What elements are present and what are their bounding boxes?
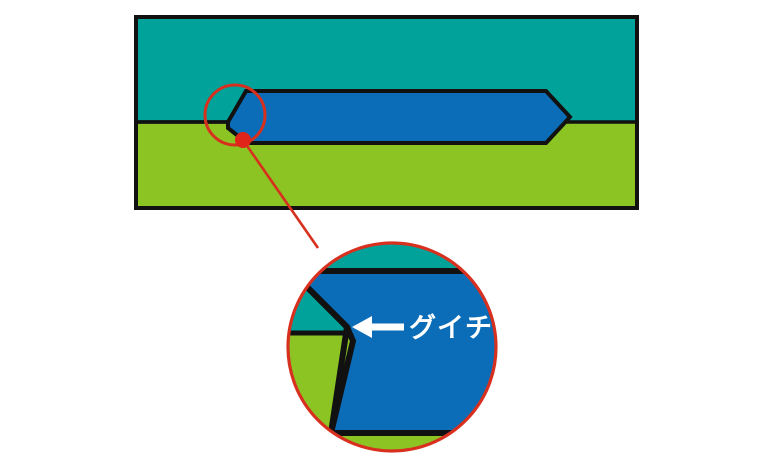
callout-arrow-head (352, 316, 372, 338)
guichi-label: グイチ (409, 312, 493, 343)
detail-marker-circle (203, 83, 267, 147)
main-cross-section-view (134, 15, 639, 210)
misalignment-step-line (136, 90, 248, 124)
weld-bead-shape (226, 89, 573, 145)
guichi-callout-arrow (352, 316, 404, 338)
detail-view-circle-outline (286, 241, 498, 453)
cross-section-frame (134, 15, 639, 210)
detail-leader-line (241, 139, 320, 249)
detail-misalignment-notch-line (288, 268, 351, 434)
detail-marker-dot (235, 132, 251, 148)
magnified-detail-view: グイチ (286, 241, 498, 453)
detail-marker-group (203, 83, 320, 249)
